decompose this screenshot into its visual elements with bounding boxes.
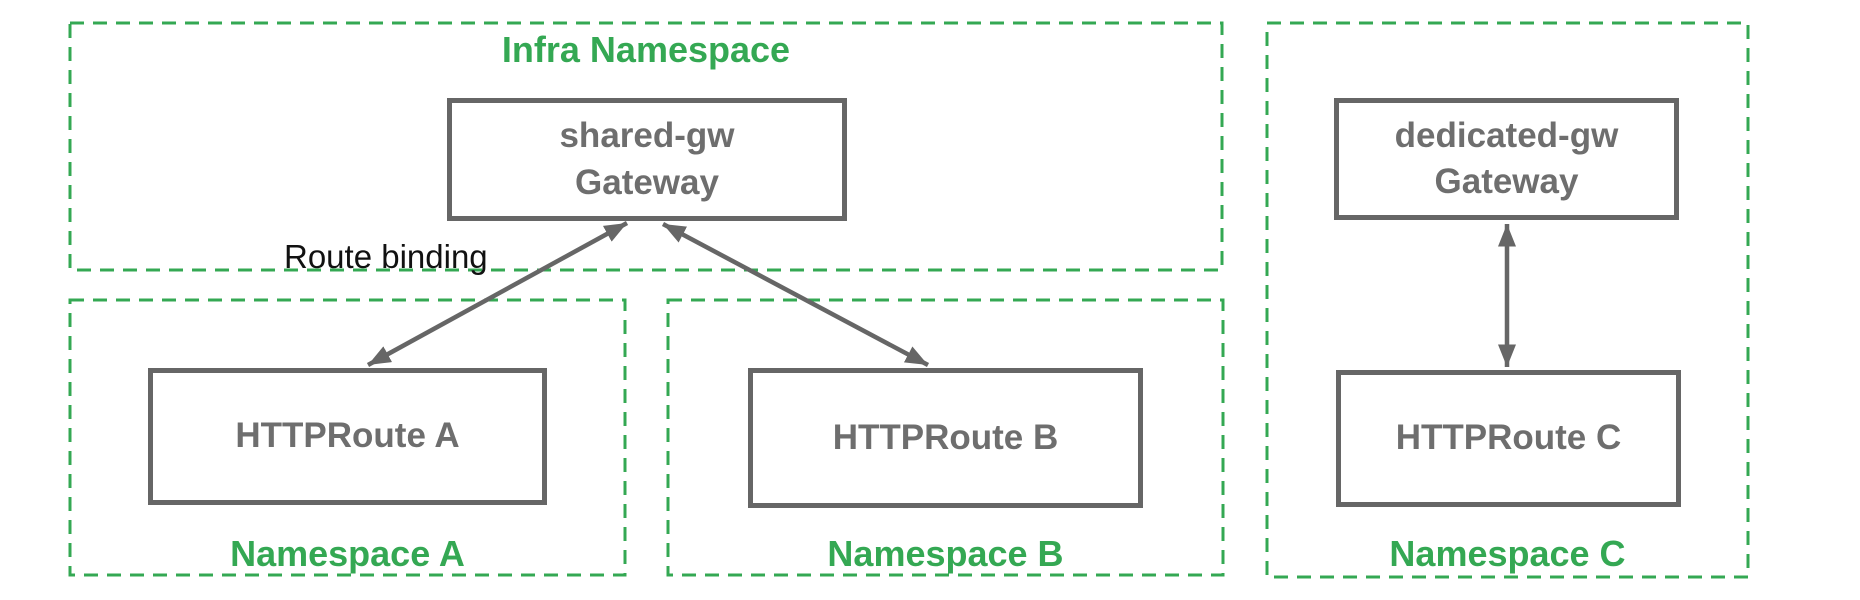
dedicated-gw-gateway-node: dedicated-gw Gateway	[1334, 98, 1679, 220]
namespace-b-label: Namespace B	[827, 533, 1064, 574]
namespace-a-label: Namespace A	[230, 533, 465, 574]
arrow-httproute-a-to-shared-gw	[366, 221, 629, 367]
httproute-b-node: HTTPRoute B	[748, 368, 1143, 508]
namespace-c-label: Namespace C	[1389, 533, 1626, 574]
httproute-a-node: HTTPRoute A	[148, 368, 547, 505]
route-binding-label: Route binding	[284, 238, 488, 275]
namespace-c-border	[1265, 21, 1750, 579]
httproute-c-node: HTTPRoute C	[1336, 370, 1681, 507]
infra-namespace-border	[68, 21, 1224, 272]
namespace-a-border	[68, 298, 627, 577]
shared-gw-gateway-node: shared-gw Gateway	[447, 98, 847, 221]
arrow-shared-gw-to-httproute-b	[661, 222, 930, 367]
namespace-b-border	[666, 298, 1225, 577]
infra-namespace-label: Infra Namespace	[501, 29, 791, 70]
